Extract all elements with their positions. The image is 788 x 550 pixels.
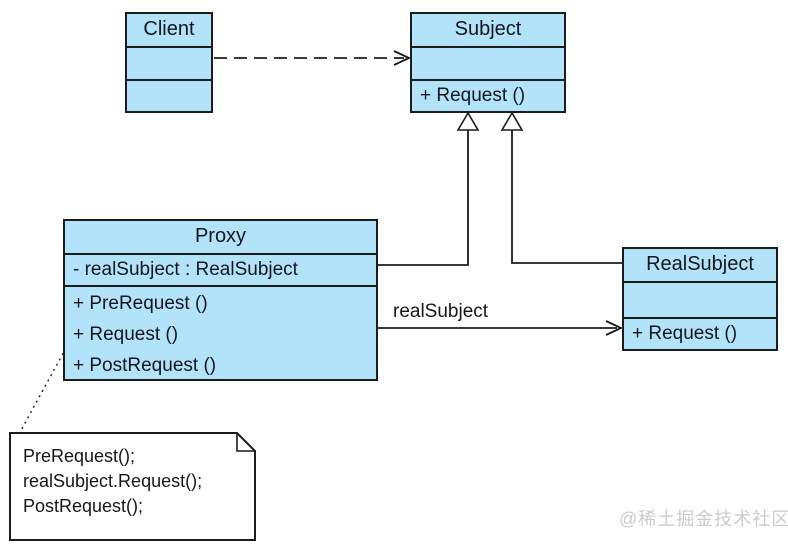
generalization-line-proxy [378,130,469,266]
note-body [9,432,256,541]
association-label: realSubject [393,301,489,322]
watermark: @稀土掘金技术社区 [619,509,788,529]
class-realsubject: RealSubject + Request () [622,247,778,351]
class-proxy: Proxy - realSubject : RealSubject + PreR… [63,219,378,381]
generalization-triangle-proxy [456,111,480,131]
class-realsubject-methods-compartment: + Request () [624,317,776,349]
class-proxy-attributes-compartment: - realSubject : RealSubject [65,253,376,285]
class-proxy-name: Proxy [194,225,247,247]
class-proxy-method-request: + Request () [73,324,179,345]
class-subject-name: Subject [454,18,522,40]
generalization-proxy-subject [378,111,480,266]
class-proxy-method-prerequest: + PreRequest () [73,293,208,314]
class-realsubject-method: + Request () [632,323,738,344]
note-text: PreRequest(); realSubject.Request(); Pos… [23,444,202,519]
generalization-realsubject-subject [500,111,622,264]
class-subject-methods-compartment: + Request () [412,79,564,111]
generalization-line-realsubject [511,130,622,264]
class-realsubject-attributes-compartment [624,281,776,317]
note-anchor-line [18,347,67,435]
class-client: Client [125,12,213,113]
note-line-3: PostRequest(); [23,496,144,516]
class-subject: Subject + Request () [410,12,566,113]
class-proxy-attribute: - realSubject : RealSubject [73,259,298,280]
class-client-attributes-compartment [127,46,211,79]
class-client-methods-compartment [127,78,211,112]
note-shape [9,432,256,541]
class-realsubject-name: RealSubject [646,253,754,275]
association-arrowhead [605,320,624,336]
dependency-arrow-client-subject [214,50,412,66]
dependency-arrowhead [393,50,412,66]
class-proxy-methods-compartment: + PreRequest () + Request () + PostReque… [65,285,376,381]
class-client-name: Client [143,18,195,40]
note-fold-corner-icon [236,433,255,452]
class-subject-attributes-compartment [412,46,564,79]
association-arrow-proxy-realsubject [378,320,624,336]
generalization-triangle-realsubject [500,111,524,131]
class-subject-method: + Request () [420,85,526,106]
note-line-1: PreRequest(); [23,446,136,466]
class-proxy-method-postrequest: + PostRequest () [73,355,217,376]
note-line-2: realSubject.Request(); [23,471,203,491]
